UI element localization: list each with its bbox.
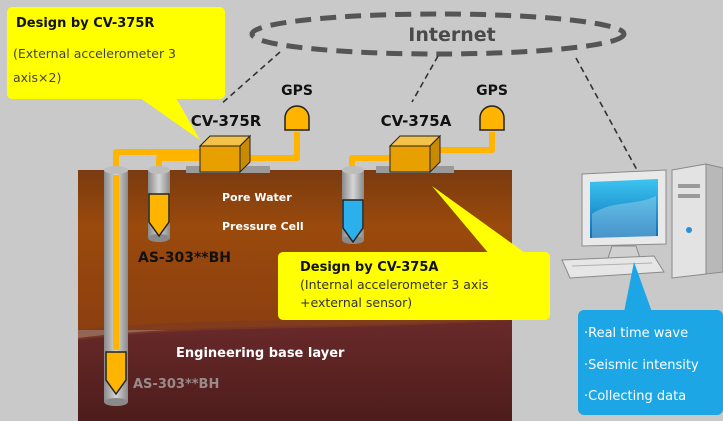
callout-cv-375a: Design by CV-375A (Internal acceleromete… xyxy=(278,186,550,320)
pc-callout: ·Real time wave ·Seismic intensity ·Coll… xyxy=(578,262,723,415)
gps-left-label: GPS xyxy=(281,83,313,99)
gps-antenna-icon xyxy=(284,105,310,131)
pore-water-sensor xyxy=(342,199,364,244)
gps-antenna-icon xyxy=(479,105,505,131)
device-cv-375a-label: CV-375A xyxy=(381,112,452,130)
callout-tail xyxy=(624,262,652,312)
network-links xyxy=(219,51,638,171)
pore-water-label-line2: Pressure Cell xyxy=(222,220,304,233)
device-cv-375r-label: CV-375R xyxy=(191,112,262,130)
callout-cv-375r-line2: axis×2) xyxy=(13,70,61,85)
callout-tail xyxy=(432,186,528,255)
callout-cv-375r-title: Design by CV-375R xyxy=(16,16,154,31)
internet-label: Internet xyxy=(408,24,495,46)
pore-water-label-line1: Pore Water xyxy=(222,191,292,204)
callout-cv-375a-line1: (Internal accelerometer 3 axis xyxy=(300,277,488,292)
cable-left-gps xyxy=(238,132,300,161)
pc-callout-item: ·Real time wave xyxy=(584,326,688,341)
callout-cv-375r: Design by CV-375R (External acceleromete… xyxy=(7,7,225,140)
pc-callout-item: ·Seismic intensity xyxy=(584,358,699,373)
sensor-lower-label: AS-303**BH xyxy=(133,377,219,392)
sensor-upper-label: AS-303**BH xyxy=(138,250,231,266)
computer-icon xyxy=(561,163,723,279)
callout-cv-375a-line2: +external sensor) xyxy=(300,295,412,310)
device-cv-375a xyxy=(376,134,454,174)
device-cv-375r xyxy=(186,134,270,174)
base-layer-label: Engineering base layer xyxy=(176,346,345,361)
pc-callout-item: ·Collecting data xyxy=(584,389,686,404)
internet-cloud: Internet xyxy=(249,11,627,57)
gps-left: GPS xyxy=(281,83,313,131)
callout-cv-375r-line1: (External accelerometer 3 xyxy=(13,46,176,61)
deep-sensor xyxy=(105,351,127,396)
engineering-base-layer xyxy=(78,318,512,421)
shallow-sensor xyxy=(148,193,170,238)
callout-cv-375a-title: Design by CV-375A xyxy=(300,260,438,275)
callout-tail xyxy=(140,98,200,140)
gps-right-label: GPS xyxy=(476,83,508,99)
gps-right: GPS xyxy=(476,83,508,131)
cable-right-gps xyxy=(432,132,495,153)
